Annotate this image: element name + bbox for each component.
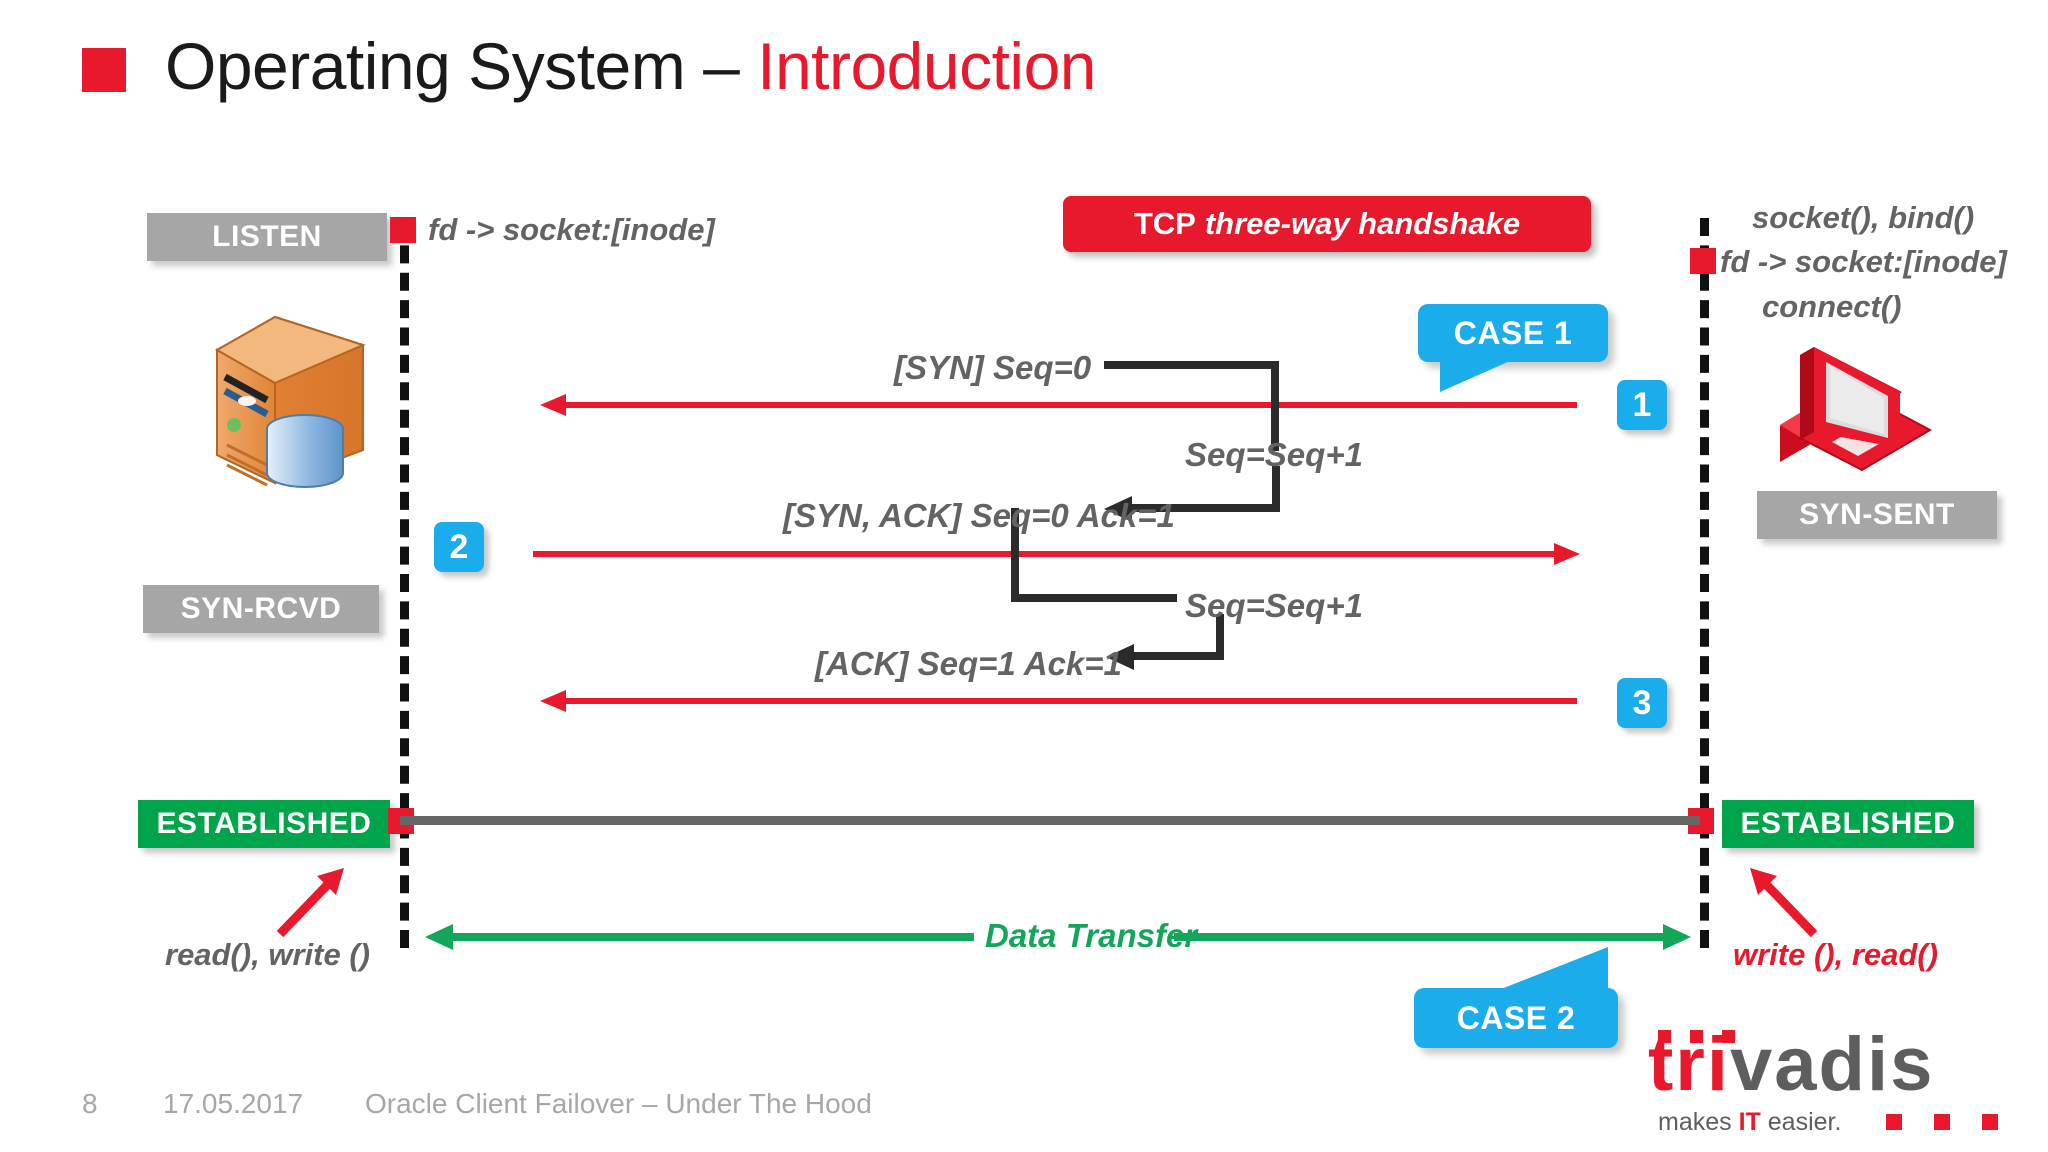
- connector-increment2-vertical: [1011, 508, 1019, 601]
- socket-endpoint-marker-listen: [390, 217, 416, 243]
- state-badge-listen: LISTEN: [147, 213, 387, 261]
- footer-page-number: 8: [82, 1088, 98, 1119]
- page-title-accent: Introduction: [757, 29, 1096, 103]
- logo-dot-icon: [1658, 1030, 1671, 1043]
- client-syscalls-annotation: write (), read(): [1733, 937, 1938, 972]
- arrowhead-left-icon: [425, 924, 453, 950]
- arrow-shaft: [533, 551, 1558, 557]
- title-bullet-icon: [82, 48, 126, 92]
- connector-syn-horizontal: [1104, 361, 1279, 369]
- logo-tagline: makes IT easier.: [1658, 1108, 1841, 1137]
- logo-wordmark: trivadis: [1648, 1027, 2018, 1103]
- message-arrow-ack: [540, 690, 1577, 712]
- step-marker-3: 3: [1617, 678, 1667, 728]
- arrow-shaft: [562, 698, 1577, 704]
- server-syscalls-annotation: read(), write (): [165, 937, 370, 972]
- message-label-syn: [SYN] Seq=0: [894, 349, 1092, 386]
- message-label-increment-1: Seq=Seq+1: [1185, 436, 1363, 473]
- footer-date: 17.05.2017: [163, 1088, 304, 1119]
- step-marker-2: 2: [434, 522, 484, 572]
- logo-tagline-after: easier.: [1760, 1108, 1842, 1136]
- arrowhead-right-icon: [1554, 543, 1580, 565]
- message-arrow-syn-ack: [533, 543, 1580, 565]
- arrowhead-left-icon: [540, 394, 566, 416]
- connector-ack-vertical: [1216, 614, 1224, 660]
- logo-tagline-before: makes: [1658, 1108, 1739, 1136]
- message-arrow-syn: [540, 394, 1577, 416]
- connector-ack-horizontal: [1132, 652, 1224, 660]
- callout-case-1[interactable]: CASE 1: [1418, 304, 1608, 392]
- state-badge-established-client: ESTABLISHED: [1722, 800, 1974, 848]
- client-connect-annotation: connect(): [1762, 289, 1902, 324]
- tcp-banner-emphasis: three-way handshake: [1204, 206, 1521, 241]
- connector-increment2-horizontal: [1011, 594, 1177, 602]
- page-title-main: Operating System –: [165, 29, 758, 103]
- established-connection-line: [400, 816, 1700, 825]
- logo-square-icon: [1934, 1114, 1950, 1130]
- pointer-arrow-client-syscalls-icon: [1742, 862, 1822, 942]
- message-label-increment-2: Seq=Seq+1: [1185, 587, 1363, 624]
- page-title: Operating System – Introduction: [165, 28, 1096, 104]
- desktop-computer-icon: [1770, 330, 1940, 480]
- server-fd-annotation: fd -> socket:[inode]: [428, 212, 715, 247]
- data-transfer-label: Data Transfer: [985, 917, 1198, 954]
- data-transfer-arrow: Data Transfer: [425, 917, 1691, 957]
- data-transfer-shaft-left: [451, 933, 974, 941]
- state-badge-syn-rcvd: SYN-RCVD: [143, 585, 379, 633]
- trivadis-logo: trivadis makes IT easier.: [1648, 1027, 2018, 1138]
- tcp-handshake-banner: TCP three-way handshake: [1063, 196, 1591, 252]
- logo-dot-icon: [1722, 1030, 1735, 1043]
- logo-tagline-accent: IT: [1738, 1108, 1761, 1136]
- logo-dot-icon: [1690, 1030, 1703, 1043]
- connector-synack-vertical: [1272, 466, 1280, 512]
- state-badge-established-server: ESTABLISHED: [138, 800, 390, 848]
- arrowhead-right-icon: [1663, 924, 1691, 950]
- logo-square-icon: [1982, 1114, 1998, 1130]
- arrow-shaft: [562, 402, 1577, 408]
- socket-endpoint-marker-client: [1690, 248, 1716, 274]
- server-database-icon: [205, 305, 380, 500]
- client-socket-bind-annotation: socket(), bind(): [1752, 200, 1975, 235]
- message-label-ack: [ACK] Seq=1 Ack=1: [815, 645, 1122, 682]
- connector-syn-vertical: [1271, 361, 1279, 451]
- server-lifeline: [400, 218, 409, 948]
- arrowhead-left-icon: [540, 690, 566, 712]
- logo-name-gray: vadis: [1730, 1022, 1935, 1107]
- footer-title: Oracle Client Failover – Under The Hood: [365, 1088, 872, 1119]
- message-label-syn-ack: [SYN, ACK] Seq=0 Ack=1: [783, 497, 1175, 534]
- pointer-arrow-server-syscalls-icon: [272, 862, 352, 942]
- step-marker-1: 1: [1617, 380, 1667, 430]
- client-lifeline: [1700, 218, 1709, 948]
- connector-ack-arrowhead-icon: [1106, 644, 1134, 670]
- data-transfer-shaft-right: [1174, 933, 1665, 941]
- state-badge-syn-sent: SYN-SENT: [1757, 491, 1997, 539]
- callout-case-2[interactable]: CASE 2: [1414, 947, 1618, 1048]
- connector-synack-horizontal: [1130, 504, 1280, 512]
- logo-square-icon: [1886, 1114, 1902, 1130]
- tcp-banner-prefix: TCP: [1133, 206, 1196, 241]
- client-fd-annotation: fd -> socket:[inode]: [1720, 244, 2007, 279]
- connector-synack-arrowhead-icon: [1104, 496, 1132, 522]
